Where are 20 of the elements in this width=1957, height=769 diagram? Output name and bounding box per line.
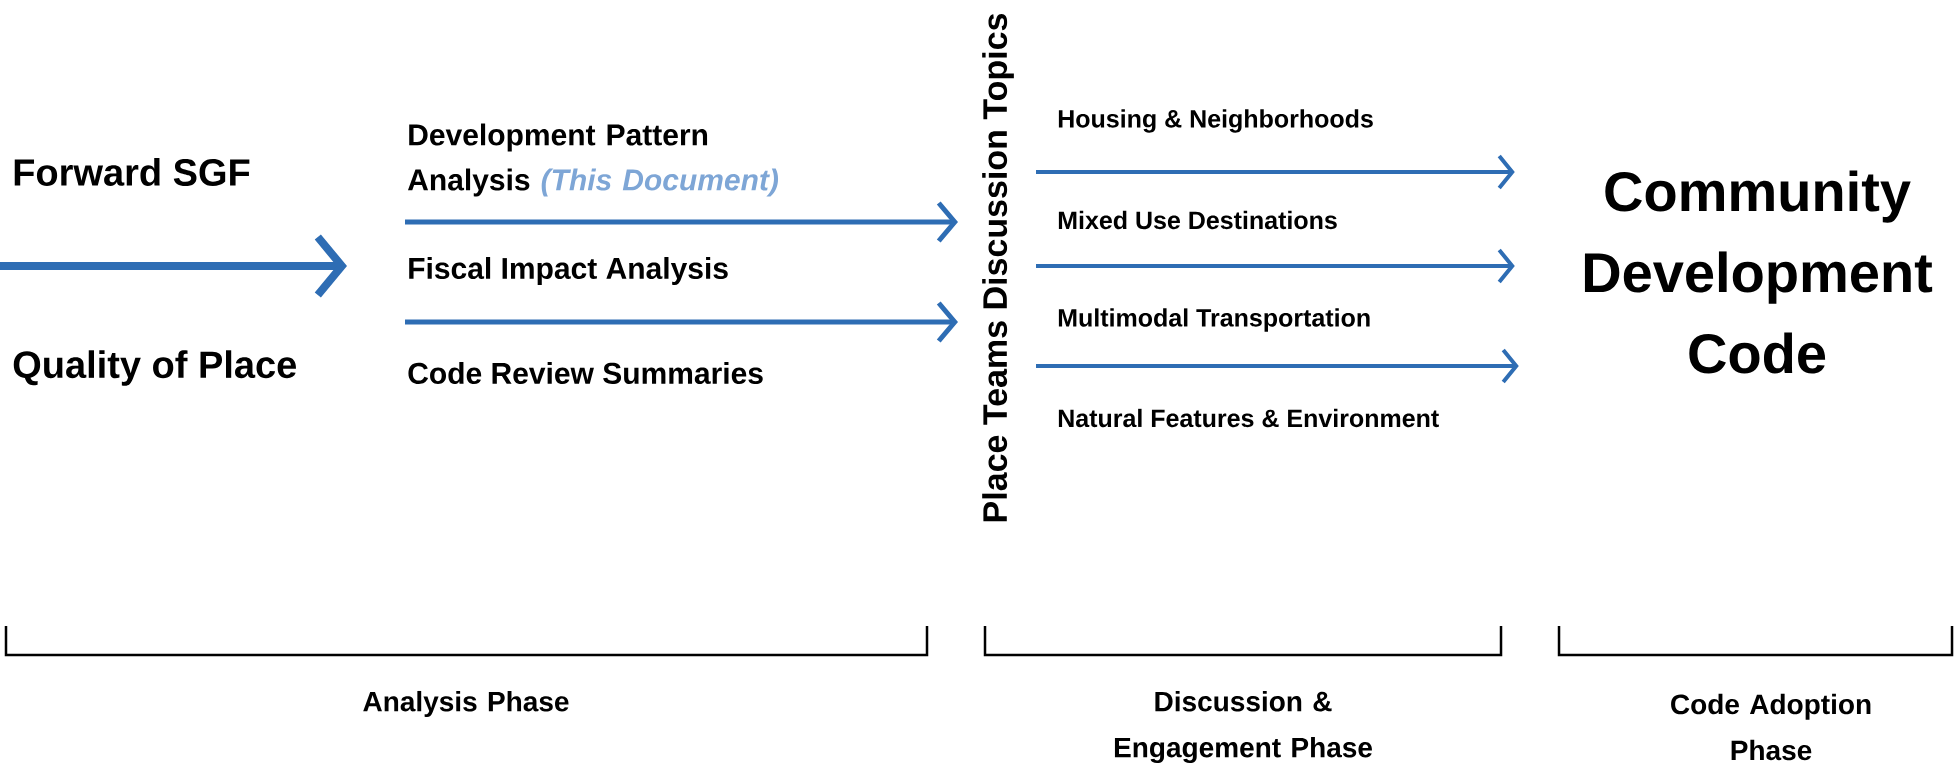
arrow — [405, 301, 958, 343]
heading-text: Forward SGF — [14, 158, 250, 186]
arrow — [1036, 154, 1515, 190]
item-text: Development Pattern Analysis (This Document) — [407, 123, 779, 197]
heading-text: Quality of Place — [13, 350, 296, 386]
title-text: Community Development Code — [1584, 170, 1933, 374]
phase-label: Code Adoption Phase — [1671, 693, 1871, 761]
item-text: Fiscal Impact Analysis — [409, 257, 728, 285]
topic-text: Natural Features & Environment — [1058, 408, 1439, 428]
arrow — [0, 234, 347, 298]
arrow — [1036, 248, 1515, 284]
arrow — [405, 201, 958, 243]
vertical-heading: Place Teams Discussion Topics — [982, 13, 1014, 522]
topic-text: Multimodal Transportation — [1058, 308, 1370, 332]
item-text: Code Review Summaries — [408, 362, 763, 384]
phase-label: Analysis Phase — [363, 690, 569, 718]
topic-text: Housing & Neighborhoods — [1058, 109, 1373, 133]
arrow — [1036, 348, 1519, 384]
topic-text: Mixed Use Destinations — [1058, 210, 1337, 230]
phase-label: Discussion & Engagement Phase — [1114, 690, 1372, 764]
